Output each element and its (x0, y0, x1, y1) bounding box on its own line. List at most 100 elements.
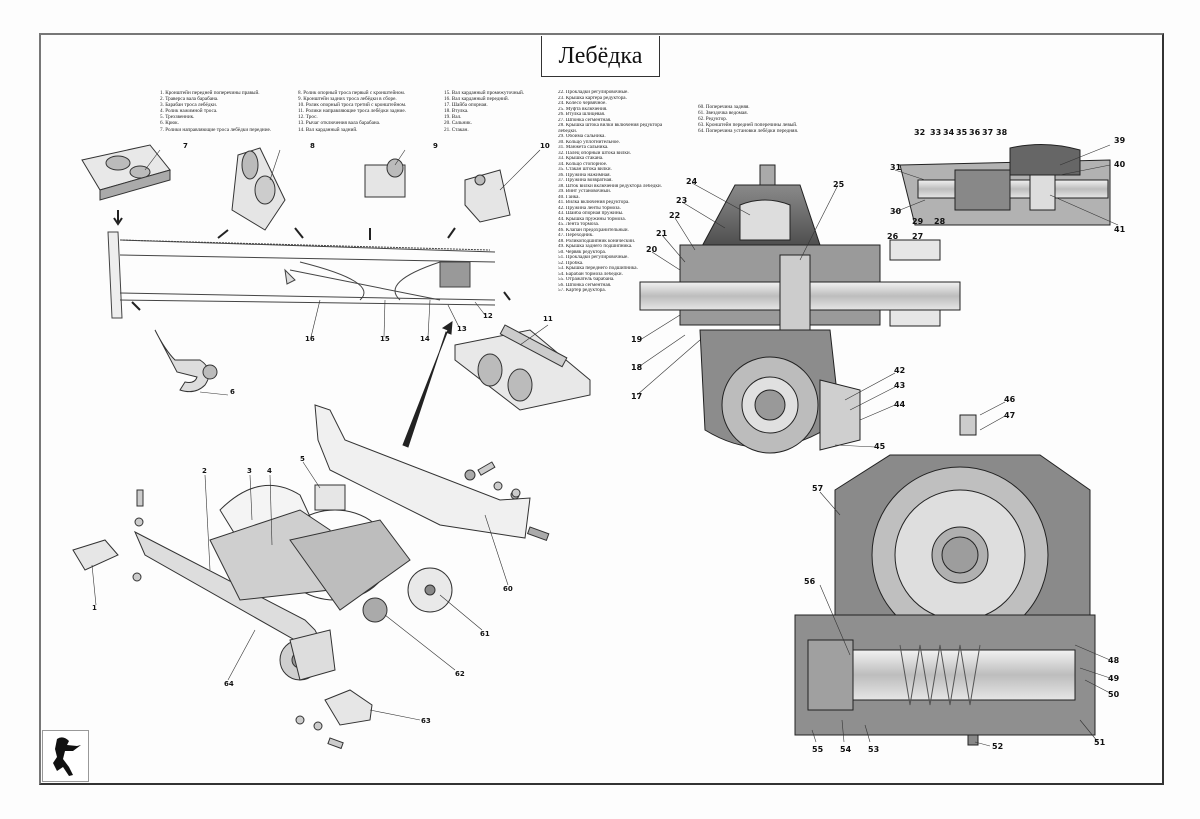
callout-31: 31 (890, 163, 902, 172)
legend-item: 18. Втулка. (444, 108, 469, 115)
callout-21: 21 (656, 229, 668, 238)
callout-22: 22 (669, 211, 681, 220)
callout-29: 29 (912, 217, 924, 226)
part-10-support-roller-third (464, 169, 511, 223)
callout-34: 34 (943, 128, 955, 137)
legend-item: 45. Лента тормоза. (558, 222, 600, 227)
callout-17: 17 (631, 392, 643, 401)
callout-5: 5 (300, 455, 305, 463)
callout-20: 20 (646, 245, 658, 254)
legend-item: 37. Пружина возвратная. (558, 178, 613, 183)
legend-item: 20. Сальник. (444, 120, 472, 127)
legend-column-5: 60. Поперечина задняя. 61. Звездочка вед… (698, 104, 798, 134)
callout-50: 50 (1108, 690, 1120, 699)
callout-56: 56 (804, 577, 816, 586)
legend-item: 31. Манжета сальника. (558, 145, 609, 150)
legend-item: 48. Роликоподшипник конический. (558, 238, 636, 244)
callout-55: 55 (812, 745, 824, 754)
legend-item: 9. Кронштейн задних троса лебёдки в сбор… (298, 96, 397, 103)
callout-19: 19 (631, 335, 643, 344)
assembly-arrows (113, 210, 511, 448)
callout-37: 37 (982, 128, 994, 137)
part-11-rear-guide-rollers (454, 324, 591, 411)
vehicle-frame (107, 231, 496, 319)
legend-item: 28. Крышка штока вилки включения редукто… (558, 123, 663, 128)
legend-item: 52. Пробка. (558, 260, 584, 266)
legend-item: 64. Поперечина установки лебёдки передня… (698, 128, 799, 135)
winch-assembly (133, 484, 453, 681)
legend-item: 39. Винт установочный. (558, 189, 612, 194)
leader-lines (91, 144, 1119, 747)
callout-4: 4 (267, 467, 272, 475)
legend-item: 26. Втулка шлицевая. (558, 112, 606, 117)
legend-item: 13. Рычаг отключения вала барабана. (298, 120, 381, 127)
legend-item: 51. Прокладки регулировочные. (558, 255, 629, 260)
callout-9: 9 (433, 142, 438, 150)
callout-15: 15 (380, 335, 390, 343)
legend-item: 24. Колесо червячное. (558, 101, 607, 106)
legend-item: 36. Пружина нажимная. (558, 172, 611, 178)
callout-32: 32 (914, 128, 926, 137)
callout-27: 27 (912, 232, 924, 241)
legend-item: 33. Крышка стакана. (558, 156, 604, 161)
legend-item: 40. Гайка. (558, 194, 580, 200)
callout-47: 47 (1004, 411, 1016, 420)
legend-column-2: 8. Ролик опорный троса первый с кронштей… (298, 90, 406, 133)
legend-item: 63. Кронштейн передней поперечины левый. (698, 122, 798, 129)
callout-13: 13 (457, 325, 467, 333)
callout-3: 3 (247, 467, 252, 475)
callout-53: 53 (868, 745, 880, 754)
legend-item: 42. Пружина ленты тормоза. (558, 205, 621, 211)
part-60-rear-crossmember (314, 404, 550, 542)
legend-item: 19. Вал. (444, 114, 462, 121)
fasteners (132, 461, 521, 750)
callout-44: 44 (894, 400, 906, 409)
callout-42: 42 (894, 366, 906, 375)
callout-40: 40 (1114, 160, 1126, 169)
part-8-support-roller (231, 147, 286, 231)
callout-39: 39 (1114, 136, 1126, 145)
legend-item: 8. Ролик опорный троса первый с кронштей… (298, 90, 406, 96)
legend-item: 55. Отражатель барабана. (558, 277, 615, 282)
callout-54: 54 (840, 745, 852, 754)
shift-fork-section (899, 143, 1111, 226)
legend-item: 11. Ролики направляющие троса лебёдки за… (298, 108, 406, 115)
legend-item: 16. Вал карданный передний. (444, 96, 509, 103)
part-7-front-guide-rollers (81, 144, 171, 201)
legend-item: 57. Картер редуктора. (558, 288, 606, 293)
callout-35: 35 (956, 128, 968, 137)
legend-item: 44. Крышка пружины тормоза. (558, 216, 626, 222)
legend-item: 60. Поперечина задняя. (698, 104, 750, 110)
legend-item: 53. Крышка переднего подшипника. (558, 266, 638, 271)
callout-25: 25 (833, 180, 845, 189)
legend-item: 50. Червяк редуктора. (558, 249, 607, 255)
legend-item: 6. Крюк. (160, 120, 179, 127)
callout-36: 36 (969, 128, 981, 137)
callout-43: 43 (894, 381, 906, 390)
callout-12: 12 (483, 312, 493, 320)
horse-emblem-icon (42, 730, 89, 782)
legend-item: 12. Трос. (298, 114, 318, 121)
callout-41: 41 (1114, 225, 1126, 234)
callout-14: 14 (420, 335, 430, 343)
callout-64: 64 (224, 680, 234, 688)
legend-item: 5. Трехзвенник. (160, 114, 195, 121)
legend-item: 27. Шпонка сегментная. (558, 117, 612, 123)
callout-61: 61 (480, 630, 490, 638)
legend-item: 21. Стакан. (444, 126, 469, 133)
part-63-left-bracket (324, 689, 373, 726)
callout-49: 49 (1108, 674, 1120, 683)
callout-57: 57 (812, 484, 824, 493)
callout-2: 2 (202, 467, 207, 475)
part-6-hook (154, 329, 218, 393)
callout-30: 30 (890, 207, 902, 216)
legend-item: лебёдки. (558, 128, 578, 134)
legend-item: 46. Клапан предохранительный. (558, 227, 629, 233)
page-title: Лебёдка (541, 36, 660, 77)
legend-item: 41. Вилка включения редуктора. (558, 200, 630, 205)
legend-item: 47. Переходник. (558, 233, 594, 238)
legend-item: 7. Ролики направляющие троса лебёдки пер… (160, 126, 272, 133)
callout-60: 60 (503, 585, 513, 593)
callout-26: 26 (887, 232, 899, 241)
legend-column-4: 22. Прокладки регулировочные.23. Крышка … (558, 90, 662, 294)
